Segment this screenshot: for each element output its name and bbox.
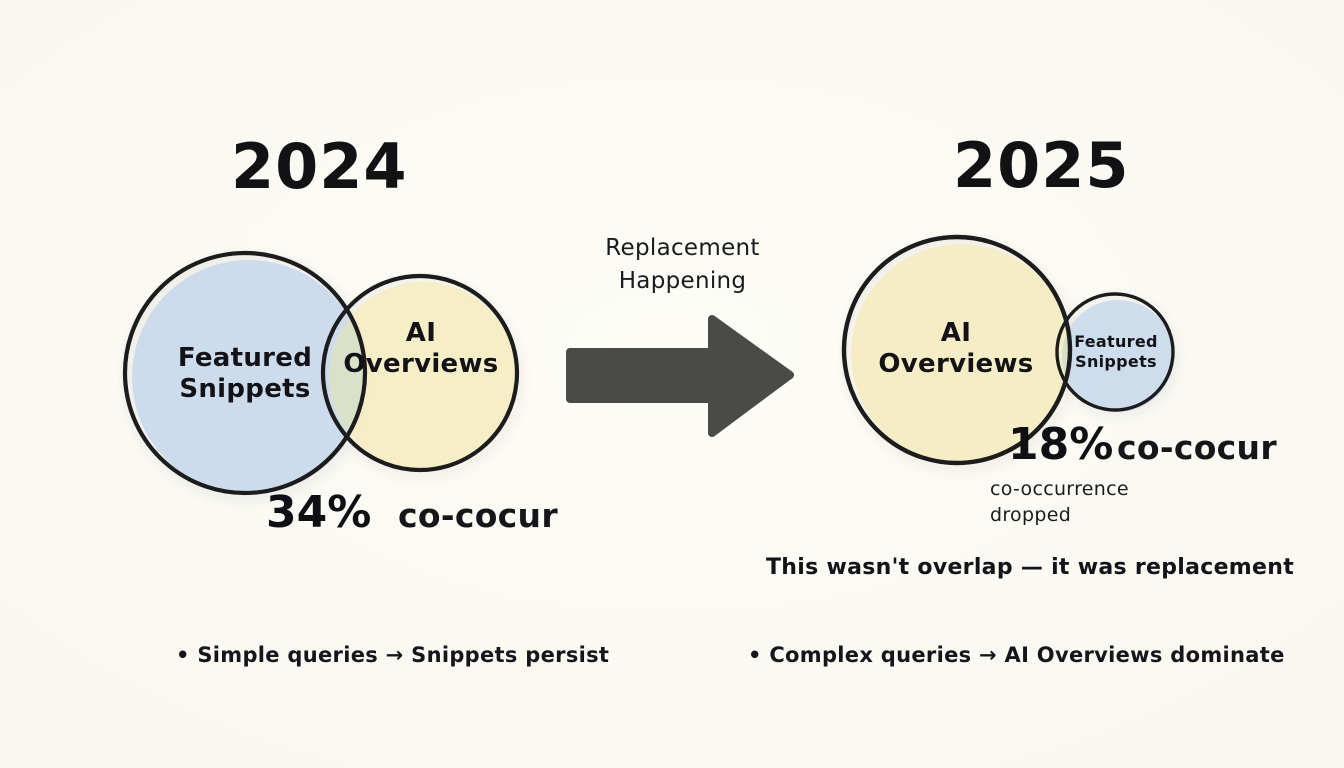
left-featured-snippets-fill [132,260,366,494]
left-featured-snippets-label-line2: Snippets [179,373,311,404]
cooccurrence-drop-note-line1: co-occurrence [990,478,1129,500]
left-cooccurrence-value: 34% [266,487,372,538]
right-featured-snippets-outline [1055,292,1175,412]
transition-caption-line1: Replacement [605,235,760,261]
right-featured-snippets-label-line2: Snippets [1075,351,1157,371]
cooccurrence-drop-note: co-occurrence dropped [990,477,1190,528]
left-panel-bullet: • Simple queries → Snippets persist [176,643,610,667]
left-cooccurrence-unit: co-cocur [398,496,558,535]
right-featured-snippets-label-line1: Featured [1074,332,1158,351]
left-featured-snippets-label-line1: Featured [177,343,313,373]
right-venn-group [841,234,1175,466]
left-panel-year-title: 2024 [231,130,408,203]
right-cooccurrence-unit: co-cocur [1117,428,1277,467]
right-ai-overviews-label-line2: Overviews [878,348,1034,379]
replacement-arrow [566,315,794,437]
left-ai-overviews-label-line2: Overviews [343,348,499,379]
right-ai-overviews-outline [841,234,1073,466]
right-featured-snippets-fill [1062,300,1174,412]
right-ai-overviews-fill [851,244,1071,464]
cooccurrence-drop-note-line2: dropped [990,503,1072,526]
right-panel-bullet: • Complex queries → AI Overviews dominat… [748,643,1285,667]
left-ai-overviews-fill [329,282,517,470]
right-panel-year-title: 2025 [953,129,1130,202]
left-ai-overviews-label-line1: AI [405,318,437,348]
left-venn-group [122,250,520,496]
right-cooccurrence-value: 18% [1008,419,1114,470]
replacement-tagline: This wasn't overlap — it was replacement [766,555,1295,580]
left-ai-overviews-outline [320,273,520,473]
left-featured-snippets-outline [122,250,368,496]
right-ai-overviews-label-line1: AI [940,318,972,348]
transition-caption-line2: Happening [618,268,747,295]
right-arrow-icon [566,315,794,437]
